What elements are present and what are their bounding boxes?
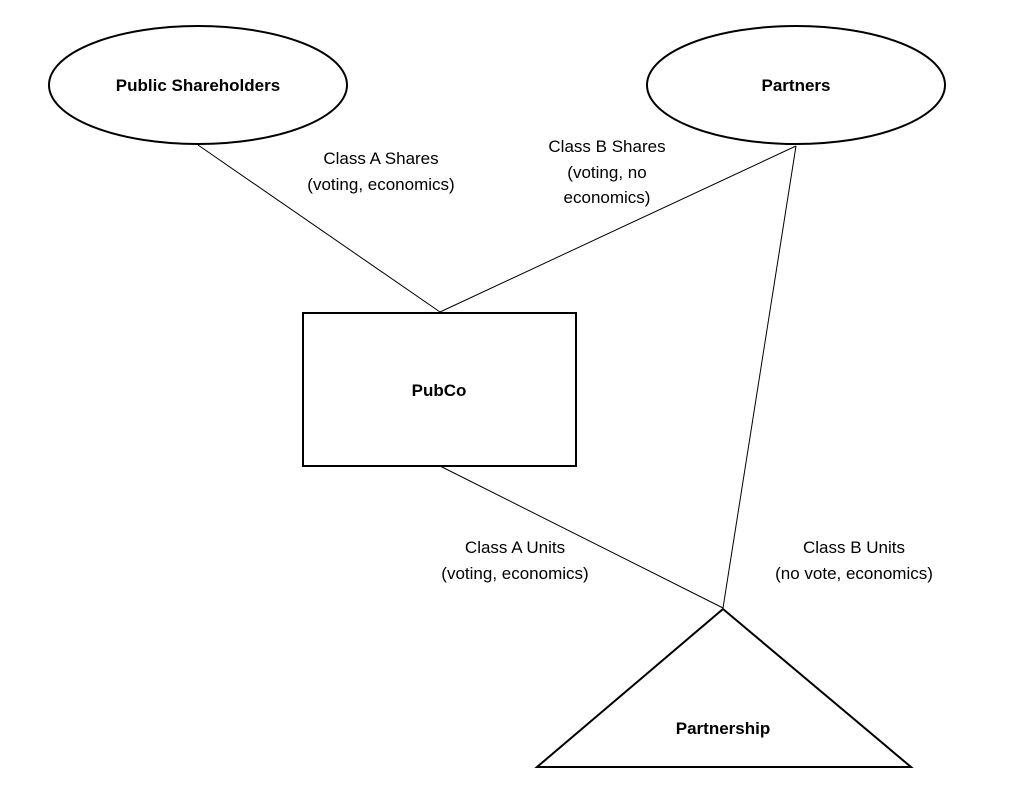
edge-partners-to-pubco [439, 145, 797, 313]
class-b-units-line-1: Class B Units [803, 538, 905, 557]
partners-ellipse [646, 25, 946, 145]
node-public-shareholders: Public Shareholders [48, 25, 348, 145]
edge-label-class-b-units: Class B Units (no vote, economics) [775, 538, 933, 583]
edge-label-class-a-units: Class A Units (voting, economics) [441, 538, 588, 583]
partnership-triangle [534, 607, 914, 768]
edge-label-class-a-shares: Class A Shares (voting, economics) [307, 149, 454, 194]
public-shareholders-label: Public Shareholders [116, 76, 280, 95]
edge-partners-to-partnership [722, 145, 797, 609]
edge-pubco-to-partnership [439, 465, 724, 609]
class-b-units-line-2: (no vote, economics) [775, 564, 933, 583]
edge-label-class-b-shares: Class B Shares (voting, no economics) [548, 137, 665, 207]
pubco-label: PubCo [412, 381, 467, 400]
class-a-units-line-1: Class A Units [465, 538, 565, 557]
class-a-shares-line-2: (voting, economics) [307, 175, 454, 194]
node-partnership: Partnership [534, 607, 914, 768]
partners-label: Partners [762, 76, 831, 95]
public-shareholders-ellipse [48, 25, 348, 145]
class-a-shares-line-1: Class A Shares [323, 149, 438, 168]
pubco-rectangle [302, 312, 577, 467]
node-pubco: PubCo [302, 312, 577, 467]
edge-public-shareholders-to-pubco [197, 144, 441, 313]
class-b-shares-line-2: (voting, no [567, 163, 646, 182]
class-b-shares-line-1: Class B Shares [548, 137, 665, 156]
partnership-label: Partnership [676, 719, 770, 738]
node-partners: Partners [646, 25, 946, 145]
class-a-units-line-2: (voting, economics) [441, 564, 588, 583]
class-b-shares-line-3: economics) [564, 188, 651, 207]
